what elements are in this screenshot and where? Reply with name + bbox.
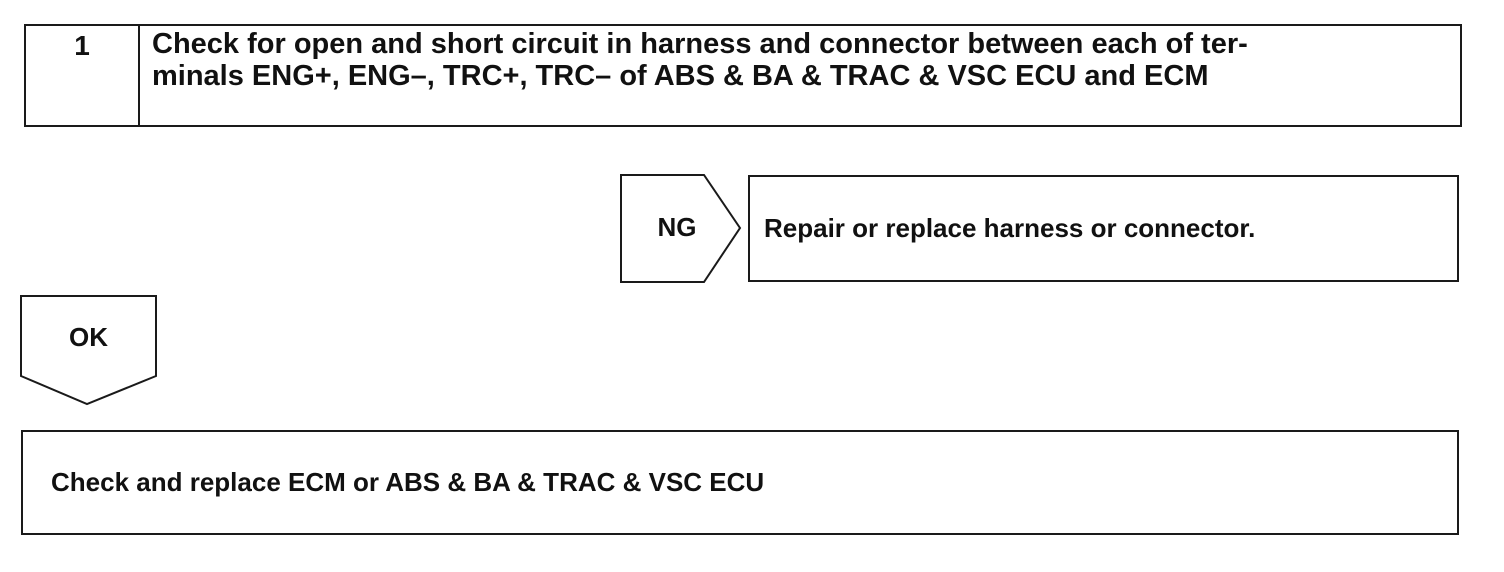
ng-result-box: Repair or replace harness or connector. [748,175,1459,282]
ng-result-text: Repair or replace harness or connector. [764,213,1256,243]
ok-arrow-shape [20,295,157,406]
step-title: Check for open and short circuit in harn… [140,26,1460,125]
step-box: 1 Check for open and short circuit in ha… [24,24,1462,127]
ok-label: OK [69,322,108,352]
step-title-line-1: Check for open and short circuit in harn… [152,28,1248,60]
next-action-text: Check and replace ECM or ABS & BA & TRAC… [51,467,765,497]
ng-label: NG [657,212,697,242]
step-title-line-2: minals ENG+, ENG–, TRC+, TRC– of ABS & B… [152,60,1209,92]
ng-arrow-shape [620,174,742,283]
step-number: 1 [26,26,140,125]
next-action-box: Check and replace ECM or ABS & BA & TRAC… [21,430,1459,535]
